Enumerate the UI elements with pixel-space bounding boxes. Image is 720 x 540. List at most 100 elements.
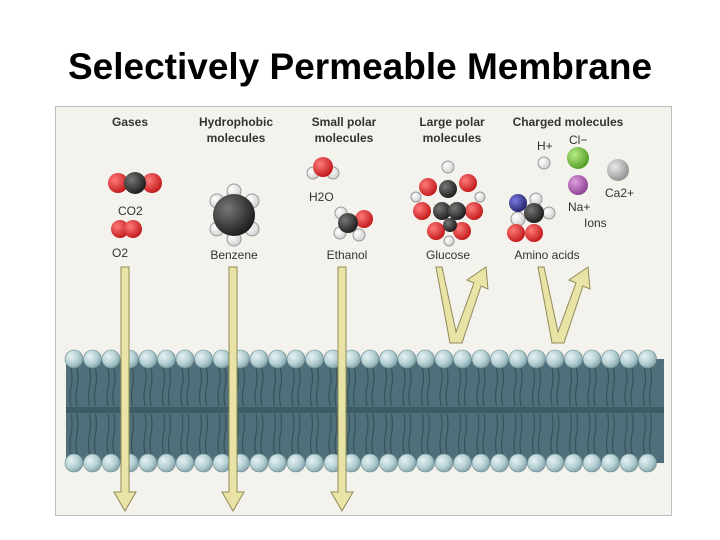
lipid-head bbox=[212, 453, 232, 473]
lipid-tail bbox=[513, 413, 517, 455]
lipid-head bbox=[619, 453, 639, 473]
lipid-tail bbox=[161, 413, 166, 455]
lipid-tail bbox=[315, 367, 320, 407]
lipid-head bbox=[194, 349, 213, 369]
lipid-tail bbox=[346, 367, 351, 407]
lipid-tail bbox=[494, 367, 499, 407]
lipid-tail bbox=[420, 413, 425, 455]
benzene-molecule bbox=[209, 183, 260, 247]
lipid-tail bbox=[445, 413, 449, 455]
lipid-tail bbox=[180, 367, 184, 407]
amino-bounce-arrow bbox=[537, 266, 591, 344]
lipid-tail bbox=[328, 413, 332, 455]
gases-label: Gases bbox=[112, 115, 148, 129]
lipid-tail bbox=[217, 367, 221, 407]
lipid-tail bbox=[476, 367, 480, 407]
lipid-head bbox=[471, 349, 491, 369]
lipid-tail bbox=[630, 367, 634, 407]
lipid-head bbox=[138, 349, 158, 369]
lipid-tail bbox=[482, 367, 486, 407]
lipid-tail bbox=[420, 367, 425, 407]
chloride-ion bbox=[567, 147, 589, 169]
lipid-head bbox=[83, 349, 102, 369]
lipid-tail bbox=[587, 413, 591, 455]
lipid-tail bbox=[642, 413, 647, 455]
lipid-tail bbox=[309, 367, 314, 407]
lipid-tail bbox=[204, 413, 209, 455]
hydrophobic-label-line1: Hydrophobic bbox=[199, 115, 273, 129]
hydrogen-ion bbox=[537, 156, 551, 170]
lipid-head bbox=[453, 349, 472, 369]
amino-acid-molecule bbox=[507, 192, 556, 242]
charged-label: Charged molecules bbox=[513, 115, 624, 129]
lipid-tail bbox=[334, 367, 338, 407]
o2-label: O2 bbox=[112, 246, 128, 260]
lipid-tail bbox=[69, 413, 73, 455]
lipid-head bbox=[638, 349, 657, 369]
cl-label: Cl− bbox=[569, 133, 587, 147]
lipid-tail bbox=[568, 367, 573, 407]
lipid-tail bbox=[260, 367, 264, 407]
lipid-head bbox=[138, 453, 158, 473]
lipid-tail bbox=[463, 413, 468, 455]
lipid-tail bbox=[408, 367, 412, 407]
lipid-head bbox=[249, 453, 269, 473]
lipid-tail bbox=[402, 413, 406, 455]
lipid-tail bbox=[75, 413, 79, 455]
co2-label: CO2 bbox=[118, 204, 143, 218]
lipid-head bbox=[619, 349, 639, 369]
lipid-tail bbox=[186, 367, 190, 407]
lipid-head bbox=[434, 453, 454, 473]
lipid-tail bbox=[365, 413, 369, 455]
gases-arrow bbox=[113, 266, 137, 512]
lipid-tail bbox=[482, 413, 486, 455]
lipid-head bbox=[564, 349, 583, 369]
benzene-label: Benzene bbox=[210, 248, 258, 262]
lipid-tail bbox=[167, 367, 172, 407]
lipid-tail bbox=[93, 413, 98, 455]
lipid-head bbox=[305, 453, 324, 473]
lipid-tail bbox=[537, 413, 542, 455]
lipid-head bbox=[397, 349, 417, 369]
lipid-tail bbox=[624, 413, 628, 455]
lipid-head bbox=[194, 453, 213, 473]
lipid-head bbox=[434, 349, 454, 369]
lipid-head bbox=[416, 453, 435, 473]
lipid-head bbox=[416, 349, 435, 369]
lipid-tail bbox=[494, 413, 499, 455]
lipid-tail bbox=[605, 413, 610, 455]
lipid-tail bbox=[149, 367, 153, 407]
lipid-head bbox=[508, 349, 528, 369]
lipid-head bbox=[360, 349, 380, 369]
lipid-head bbox=[360, 453, 380, 473]
lipid-head bbox=[601, 349, 620, 369]
hydrophobic-arrow bbox=[221, 266, 245, 512]
h2o-label: H2O bbox=[309, 190, 334, 204]
small-polar-arrow bbox=[330, 266, 354, 512]
lipid-tail bbox=[106, 367, 110, 407]
lipid-tail bbox=[556, 367, 560, 407]
lipid-head bbox=[582, 349, 602, 369]
lipid-tail bbox=[630, 413, 634, 455]
lipid-head bbox=[601, 453, 620, 473]
ethanol-label: Ethanol bbox=[327, 248, 368, 262]
lipid-head bbox=[582, 453, 602, 473]
lipid-tail bbox=[531, 367, 536, 407]
lipid-head bbox=[64, 453, 84, 473]
lipid-tail bbox=[408, 413, 412, 455]
lipid-tail bbox=[500, 367, 505, 407]
lipid-tail bbox=[87, 413, 92, 455]
lipid-tail bbox=[624, 367, 628, 407]
lipid-tail bbox=[143, 413, 147, 455]
lipid-head bbox=[101, 349, 121, 369]
lipid-tail bbox=[648, 367, 653, 407]
lipid-head bbox=[268, 453, 287, 473]
small-polar-label-line1: Small polar bbox=[312, 115, 377, 129]
lipid-tail bbox=[611, 413, 616, 455]
lipid-tail bbox=[291, 413, 295, 455]
lipid-tail bbox=[272, 413, 277, 455]
lipid-tail bbox=[260, 413, 264, 455]
lipid-tail bbox=[328, 367, 332, 407]
lipid-head bbox=[157, 453, 176, 473]
lipid-tail bbox=[574, 367, 579, 407]
